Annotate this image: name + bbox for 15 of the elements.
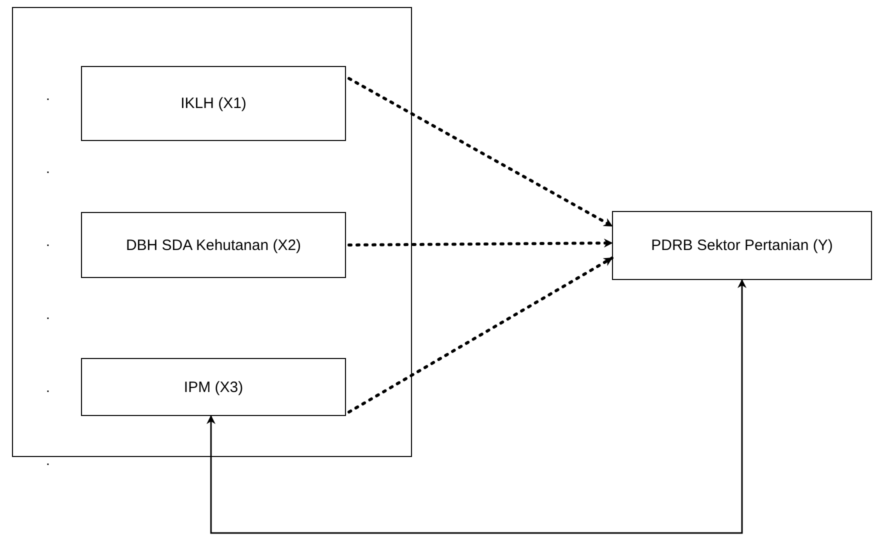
arrow <box>348 256 614 414</box>
arrow <box>348 238 614 248</box>
dot-mark: . <box>46 380 50 394</box>
process-box: IPM (X3) <box>81 358 346 416</box>
arrow <box>348 77 614 228</box>
dot-mark: . <box>46 234 50 248</box>
process-box: PDRB Sektor Pertanian (Y) <box>612 211 872 280</box>
dot-mark: . <box>46 453 50 467</box>
group-box <box>12 7 412 457</box>
dot-mark: . <box>46 88 50 102</box>
arrow <box>206 279 746 534</box>
dot-mark: . <box>46 161 50 175</box>
process-box: IKLH (X1) <box>81 66 346 141</box>
dot-mark: . <box>46 307 50 321</box>
process-box: DBH SDA Kehutanan (X2) <box>81 212 346 278</box>
